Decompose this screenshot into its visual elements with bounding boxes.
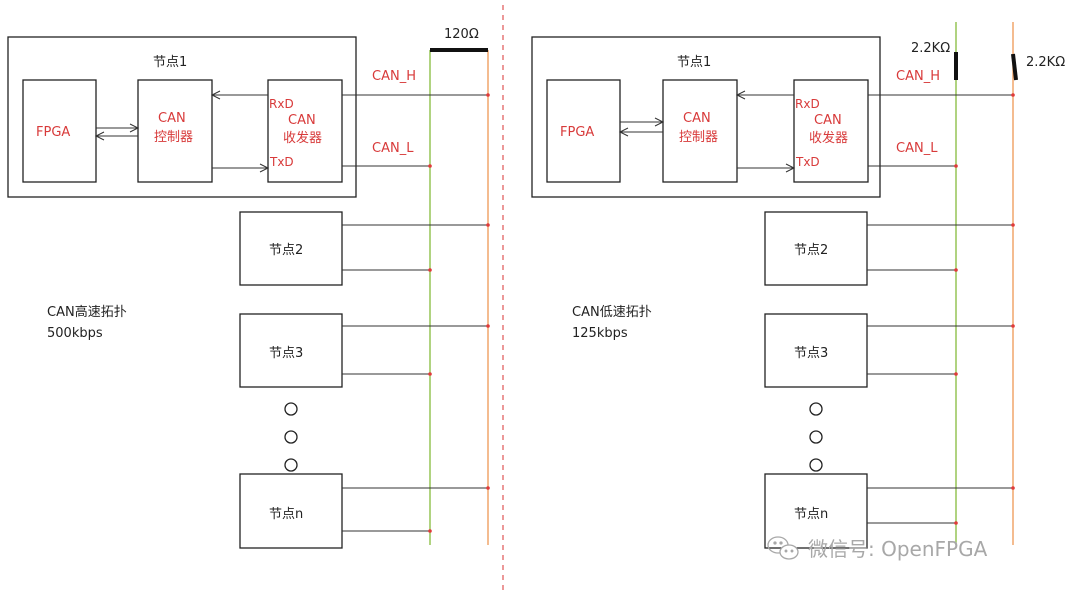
can-controller-block [137,79,213,183]
resistor2-label: 2.2KΩ [1026,55,1065,70]
node1-box [7,36,357,198]
can-transceiver-block [267,79,343,183]
resistor-2 [1011,53,1018,81]
ellipsis-dot [284,402,298,416]
controller-label-1: CAN [158,111,186,126]
wechat-icon [767,536,799,560]
transceiver-label-2: 收发器 [809,130,848,146]
node2-label: 节点2 [794,243,828,258]
transceiver-label-1: CAN [814,113,842,128]
node1-title: 节点1 [677,55,711,70]
node2-label: 节点2 [269,243,303,258]
node1-box [531,36,881,198]
txd-label: TxD [269,155,294,169]
can-h-label: CAN_H [896,69,940,84]
ellipsis-dot [809,430,823,444]
node3-box [239,313,343,388]
fpga-label: FPGA [36,125,70,140]
high-speed-topology: 120Ω 节点1 FPGA CAN 控制器 RxD CAN 收发器 TxD CA… [7,27,490,549]
transceiver-label-2: 收发器 [283,130,322,146]
low-speed-topology: 2.2KΩ 2.2KΩ 节点1 FPGA CAN 控制器 RxD CAN 收发器… [531,22,1065,549]
resistor-label: 120Ω [444,27,479,42]
can-h-label: CAN_H [372,69,416,84]
ellipsis-dot [284,458,298,472]
can-l-label: CAN_L [372,141,414,156]
node2-box [239,211,343,286]
watermark: 微信号: OpenFPGA [767,536,988,561]
topology-rate: 500kbps [47,326,103,341]
ellipsis-dot [809,402,823,416]
controller-label-2: 控制器 [679,130,718,145]
noden-box [764,473,868,549]
can-controller-block [662,79,738,183]
controller-label-1: CAN [683,111,711,126]
fpga-label: FPGA [560,125,594,140]
rxd-label: RxD [795,97,820,111]
transceiver-label-1: CAN [288,113,316,128]
txd-label: TxD [795,155,820,169]
topology-title: CAN高速拓扑 [47,304,127,320]
node2-box [764,211,868,286]
noden-label: 节点n [269,507,303,522]
topology-rate: 125kbps [572,326,628,341]
noden-box [239,473,343,549]
node3-box [764,313,868,388]
node3-label: 节点3 [269,346,303,361]
can-transceiver-block [793,79,869,183]
rxd-label: RxD [269,97,294,111]
controller-label-2: 控制器 [154,130,193,145]
fpga-block [546,79,621,183]
node1-title: 节点1 [153,55,187,70]
resistor1-label: 2.2KΩ [911,41,950,56]
watermark-text: 微信号: OpenFPGA [808,537,988,561]
node3-label: 节点3 [794,346,828,361]
can-l-label: CAN_L [896,141,938,156]
topology-title: CAN低速拓扑 [572,305,652,320]
fpga-block [22,79,97,183]
ellipsis-dot [284,430,298,444]
ellipsis-dot [809,458,823,472]
noden-label: 节点n [794,507,828,522]
